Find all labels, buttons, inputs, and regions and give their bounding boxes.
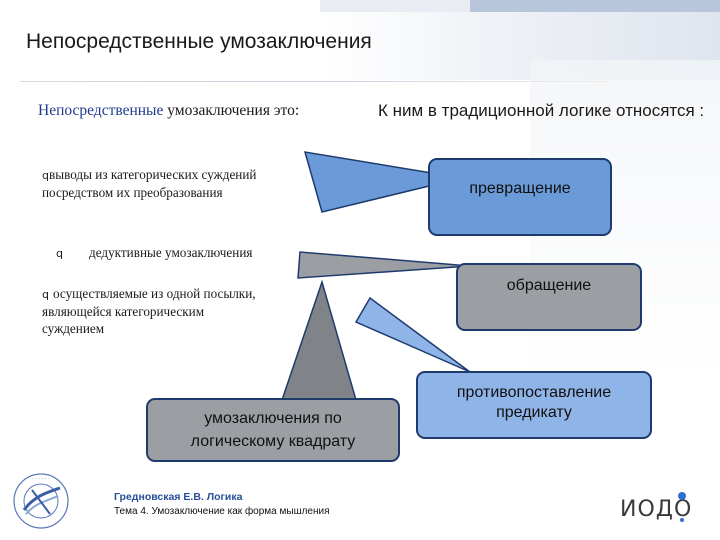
footer-topic: Тема 4. Умозаключение как форма мышления (114, 506, 330, 517)
bullet-2: q дедуктивные умозаключения (56, 244, 336, 262)
header-strip-light (320, 0, 470, 12)
iodo-logo: ИОДО (620, 492, 692, 522)
page-title: Непосредственные умозаключения (26, 30, 372, 53)
bullet-marker: q (42, 288, 49, 301)
left-heading-rest: умозаключения это: (163, 102, 300, 119)
bullet-3-text: осуществляемые из одной посылки, являюще… (42, 286, 256, 336)
bullet-2-text: дедуктивные умозаключения (88, 245, 253, 260)
box-square: умозаключения по логическому квадрату (146, 398, 400, 462)
box-conversion: обращение (456, 263, 642, 331)
callout-conversion (297, 251, 471, 279)
callout-transformation (303, 151, 463, 213)
iodo-logo-text: ИОДО (620, 497, 692, 522)
bullet-marker: q (42, 169, 49, 182)
box-contraposition: противопоставление предикату (416, 371, 652, 439)
title-divider (20, 81, 610, 82)
box-transformation: превращение (428, 158, 612, 236)
callout-contraposition (354, 296, 471, 373)
right-heading: К ним в традиционной логике относятся : (378, 101, 705, 120)
bullet-marker: q (56, 247, 63, 260)
header-strip-dark (470, 0, 720, 12)
bullet-1: qвыводы из категорических суждений посре… (42, 166, 292, 201)
bullet-1-text: выводы из категорических суждений посред… (42, 167, 257, 200)
left-heading: Непосредственные умозаключения это: (38, 100, 358, 121)
svg-text:· · · · · ·: · · · · · · (32, 476, 50, 482)
footer-author: Гредновская Е.В. Логика (114, 491, 243, 503)
callout-square (280, 279, 357, 401)
left-heading-highlight: Непосредственные (38, 102, 164, 119)
university-seal-logo: · · · · · · (13, 473, 69, 529)
